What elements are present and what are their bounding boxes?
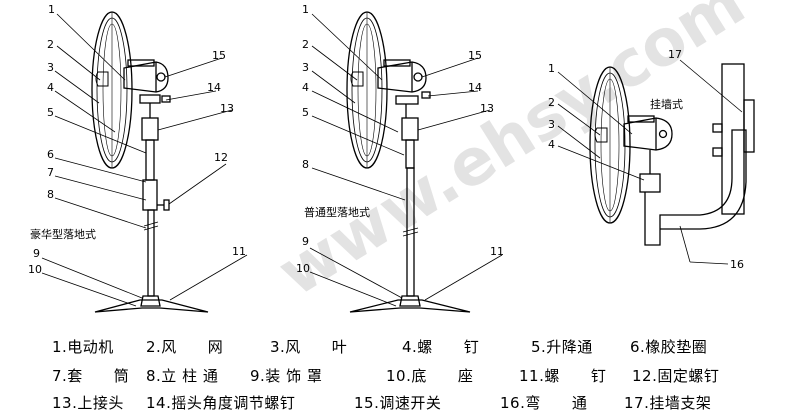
callout-6: 6 <box>47 148 54 161</box>
deluxe-leader-lines <box>41 13 248 307</box>
legend-item: 17.挂墙支架 <box>624 394 711 412</box>
legend-item: 4.螺 钉 <box>402 338 479 356</box>
motor-shape <box>123 61 169 93</box>
callout-8: 8 <box>47 188 54 201</box>
speed-switch-shape <box>156 72 166 82</box>
callout-2: 2 <box>47 38 54 51</box>
callout-11: 11 <box>490 245 504 258</box>
sleeve-shape <box>142 179 158 211</box>
callout-5: 5 <box>302 106 309 119</box>
parts-legend: 1.电动机 2.风 网 3.风 叶 4.螺 钉 5.升降通 6.橡胶垫圈 7.套… <box>52 338 719 412</box>
deluxe-floor-fan-drawing <box>91 11 209 313</box>
callout-4: 4 <box>548 138 555 151</box>
legend-item: 3.风 叶 <box>270 338 347 356</box>
standard-callouts: 1 2 3 4 5 8 9 10 11 13 14 15 <box>296 3 504 275</box>
callout-2: 2 <box>302 38 309 51</box>
legend-item: 16.弯 通 <box>500 394 587 412</box>
wall-bracket-shape <box>721 63 745 215</box>
legend-item: 12.固定螺钉 <box>632 367 719 385</box>
callout-10: 10 <box>296 262 310 275</box>
legend-item: 15.调速开关 <box>354 394 441 412</box>
wall-leader-lines <box>557 59 743 265</box>
callout-13: 13 <box>480 102 494 115</box>
callout-15: 15 <box>468 49 482 62</box>
callout-14: 14 <box>468 81 482 94</box>
legend-item: 11.螺 钉 <box>519 367 606 385</box>
callout-15: 15 <box>212 49 226 62</box>
callout-3: 3 <box>548 118 555 131</box>
callout-10: 10 <box>28 263 42 276</box>
callout-3: 3 <box>47 61 54 74</box>
callout-4: 4 <box>302 81 309 94</box>
decor-cover-shape <box>140 295 161 307</box>
callout-8: 8 <box>302 158 309 171</box>
callout-7: 7 <box>47 166 54 179</box>
column-shape <box>147 209 155 297</box>
callout-9: 9 <box>302 235 309 248</box>
wall-callouts: 1 2 3 4 16 17 <box>548 48 744 271</box>
callout-13: 13 <box>220 102 234 115</box>
callout-1: 1 <box>548 62 555 75</box>
legend-item: 2.风 网 <box>146 338 223 356</box>
legend-item: 5.升降通 <box>531 338 593 356</box>
legend-item: 1.电动机 <box>52 338 114 356</box>
callout-3: 3 <box>302 61 309 74</box>
callout-16: 16 <box>730 258 744 271</box>
label-wall-mount: 挂墙式 <box>650 97 683 111</box>
wall-fan-drawing <box>589 63 755 246</box>
legend-item: 10.底 座 <box>386 367 473 385</box>
legend-item: 13.上接头 <box>52 394 124 412</box>
callout-12: 12 <box>214 151 228 164</box>
callout-2: 2 <box>548 96 555 109</box>
legend-item: 9.装 饰 罩 <box>250 367 322 385</box>
callout-1: 1 <box>48 3 55 16</box>
upper-joint-shape <box>141 117 159 141</box>
callout-14: 14 <box>207 81 221 94</box>
legend-item: 6.橡胶垫圈 <box>630 338 707 356</box>
callout-9: 9 <box>33 247 40 260</box>
callout-11: 11 <box>232 245 246 258</box>
callout-1: 1 <box>302 3 309 16</box>
label-deluxe-floor: 豪华型落地式 <box>30 227 96 241</box>
label-standard-floor: 普通型落地式 <box>304 205 370 219</box>
deluxe-callouts: 1 2 3 4 5 6 7 8 9 10 11 12 13 14 15 <box>28 3 246 276</box>
legend-item: 14.摇头角度调节螺钉 <box>146 394 295 412</box>
callout-4: 4 <box>47 81 54 94</box>
curved-arm-shape <box>644 129 747 246</box>
standard-floor-fan-drawing <box>346 11 471 313</box>
legend-item: 8.立 柱 通 <box>146 367 218 385</box>
base-shape <box>94 299 209 313</box>
callout-17: 17 <box>668 48 682 61</box>
standard-leader-lines <box>309 13 503 307</box>
legend-item: 7.套 筒 <box>52 367 129 385</box>
callout-5: 5 <box>47 106 54 119</box>
